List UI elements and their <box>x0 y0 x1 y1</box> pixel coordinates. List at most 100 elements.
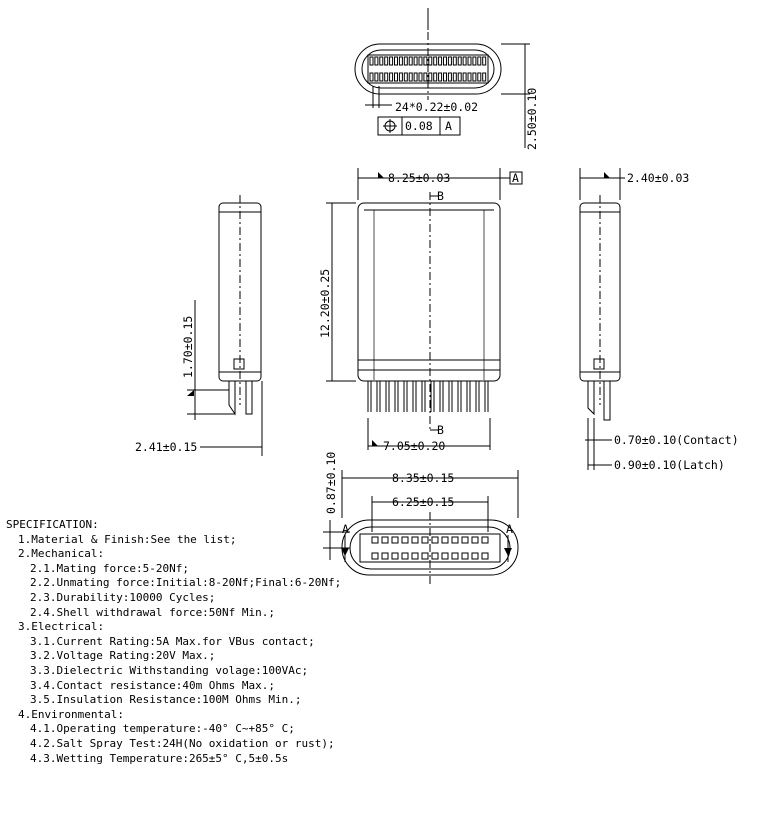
contact-pin <box>374 56 379 66</box>
contact-pin <box>477 56 482 66</box>
contact-pin <box>369 72 374 82</box>
mating-face-view <box>323 470 519 584</box>
section-a-left-label: A <box>342 522 349 536</box>
specification-block: SPECIFICATION: 1.Material & Finish:See t… <box>6 518 566 766</box>
front-view-shell <box>357 202 501 382</box>
contact-pin <box>452 72 457 82</box>
contact-pin <box>467 72 472 82</box>
spec-line: 4.3.Wetting Temperature:265±5° C,5±0.5s <box>30 751 289 765</box>
contact-pin <box>398 56 403 66</box>
spec-line: 2.4.Shell withdrawal force:50Nf Min.; <box>30 605 276 619</box>
front-height-dim-label: 0.87±0.10 <box>324 452 338 514</box>
contact-pad <box>401 552 409 560</box>
spec-line: 3.1.Current Rating:5A Max.for VBus conta… <box>30 634 315 648</box>
contact-pad <box>411 552 419 560</box>
contact-pin <box>379 56 384 66</box>
side-right-thickness-dim-label: 2.40±0.03 <box>627 171 689 185</box>
section-a-right-label: A <box>506 522 513 536</box>
contact-pin <box>482 56 487 66</box>
contact-pin <box>447 72 452 82</box>
contact-pin <box>433 72 438 82</box>
contact-pin <box>423 56 428 66</box>
datum-triangle-icon <box>378 172 384 178</box>
contact-pin <box>389 72 394 82</box>
contact-pin <box>374 72 379 82</box>
contact-pad <box>481 536 489 544</box>
contact-pad <box>371 536 379 544</box>
contact-pad <box>391 536 399 544</box>
contact-pad <box>401 536 409 544</box>
contact-pin <box>394 56 398 66</box>
contact-pin <box>447 56 452 66</box>
contact-tail-dim-label: 0.70±0.10(Contact) <box>614 433 739 447</box>
contact-pin <box>462 72 467 82</box>
top-view-contact-row <box>369 56 487 82</box>
contact-pin <box>403 56 408 66</box>
side-right-tail <box>587 381 595 416</box>
top-height-dim-label: 2.50±0.10 <box>525 88 539 150</box>
contact-pad <box>441 536 449 544</box>
datum-a-label: A <box>512 171 519 185</box>
side-left-height-dim-label: 1.70±0.15 <box>181 316 195 378</box>
contact-pad <box>421 552 429 560</box>
spec-line: 1.Material & Finish:See the list; <box>18 532 237 546</box>
contact-pin <box>472 72 477 82</box>
front-view-pin-row <box>367 381 489 412</box>
side-left-foot-dim-label: 2.41±0.15 <box>135 440 197 454</box>
contact-pin <box>428 56 433 66</box>
datum-triangle-icon <box>604 172 610 178</box>
contact-pin <box>413 72 418 82</box>
section-arrow-icon <box>504 548 512 556</box>
front-view <box>326 168 523 450</box>
contact-pad <box>451 552 459 560</box>
spec-line: 4.1.Operating temperature:-40° C~+85° C; <box>30 722 295 736</box>
contact-pad <box>431 536 439 544</box>
side-right-latch-tail <box>603 381 611 421</box>
spec-line: 3.4.Contact resistance:40m Ohms Max.; <box>30 678 276 692</box>
datum-triangle-icon <box>372 440 378 446</box>
contact-pad <box>461 552 469 560</box>
contact-pin <box>433 56 438 66</box>
spec-line: 3.5.Insulation Resistance:100M Ohms Min.… <box>30 693 302 707</box>
top-view <box>354 8 530 148</box>
side-left-latch <box>233 358 245 370</box>
spec-line: 2.Mechanical: <box>18 547 105 561</box>
side-left-tail <box>228 381 236 416</box>
contact-pin <box>408 56 413 66</box>
contact-pin <box>418 56 423 66</box>
datum-a-box <box>509 171 523 185</box>
tol-frame-value: 0.08 <box>405 119 433 133</box>
contact-pin <box>389 56 394 66</box>
contact-pin <box>457 72 462 82</box>
contact-pin <box>443 56 447 66</box>
contact-pin <box>462 56 467 66</box>
pin-span-dim-label: 7.05±0.20 <box>383 439 445 453</box>
contact-pad <box>381 536 389 544</box>
spec-line: 3.2.Voltage Rating:20V Max.; <box>30 649 216 663</box>
spec-line: 2.2.Unmating force:Initial:8-20Nf;Final:… <box>30 576 342 590</box>
front-inner-width-dim-label: 6.25±0.15 <box>392 495 454 509</box>
contact-pad <box>431 552 439 560</box>
contact-pin <box>482 72 487 82</box>
contact-pad <box>381 552 389 560</box>
contact-pin <box>452 56 457 66</box>
contact-pin <box>438 72 443 82</box>
contact-pin <box>394 72 398 82</box>
contact-pad <box>391 552 399 560</box>
contact-pad <box>411 536 419 544</box>
side-left-latch-tail <box>245 381 253 415</box>
contact-pad <box>451 536 459 544</box>
contact-pin <box>443 72 447 82</box>
contact-pin <box>428 72 433 82</box>
contact-pad <box>471 552 479 560</box>
spec-line: 2.3.Durability:10000 Cycles; <box>30 590 216 604</box>
contact-pad <box>371 552 379 560</box>
tol-frame-datum: A <box>445 119 452 133</box>
body-length-dim-label: 12.20±0.25 <box>318 269 332 338</box>
contact-pin <box>398 72 403 82</box>
tolerance-frame <box>377 116 461 136</box>
contact-pin <box>384 56 389 66</box>
contact-pin <box>477 72 482 82</box>
side-view-left <box>187 195 263 456</box>
